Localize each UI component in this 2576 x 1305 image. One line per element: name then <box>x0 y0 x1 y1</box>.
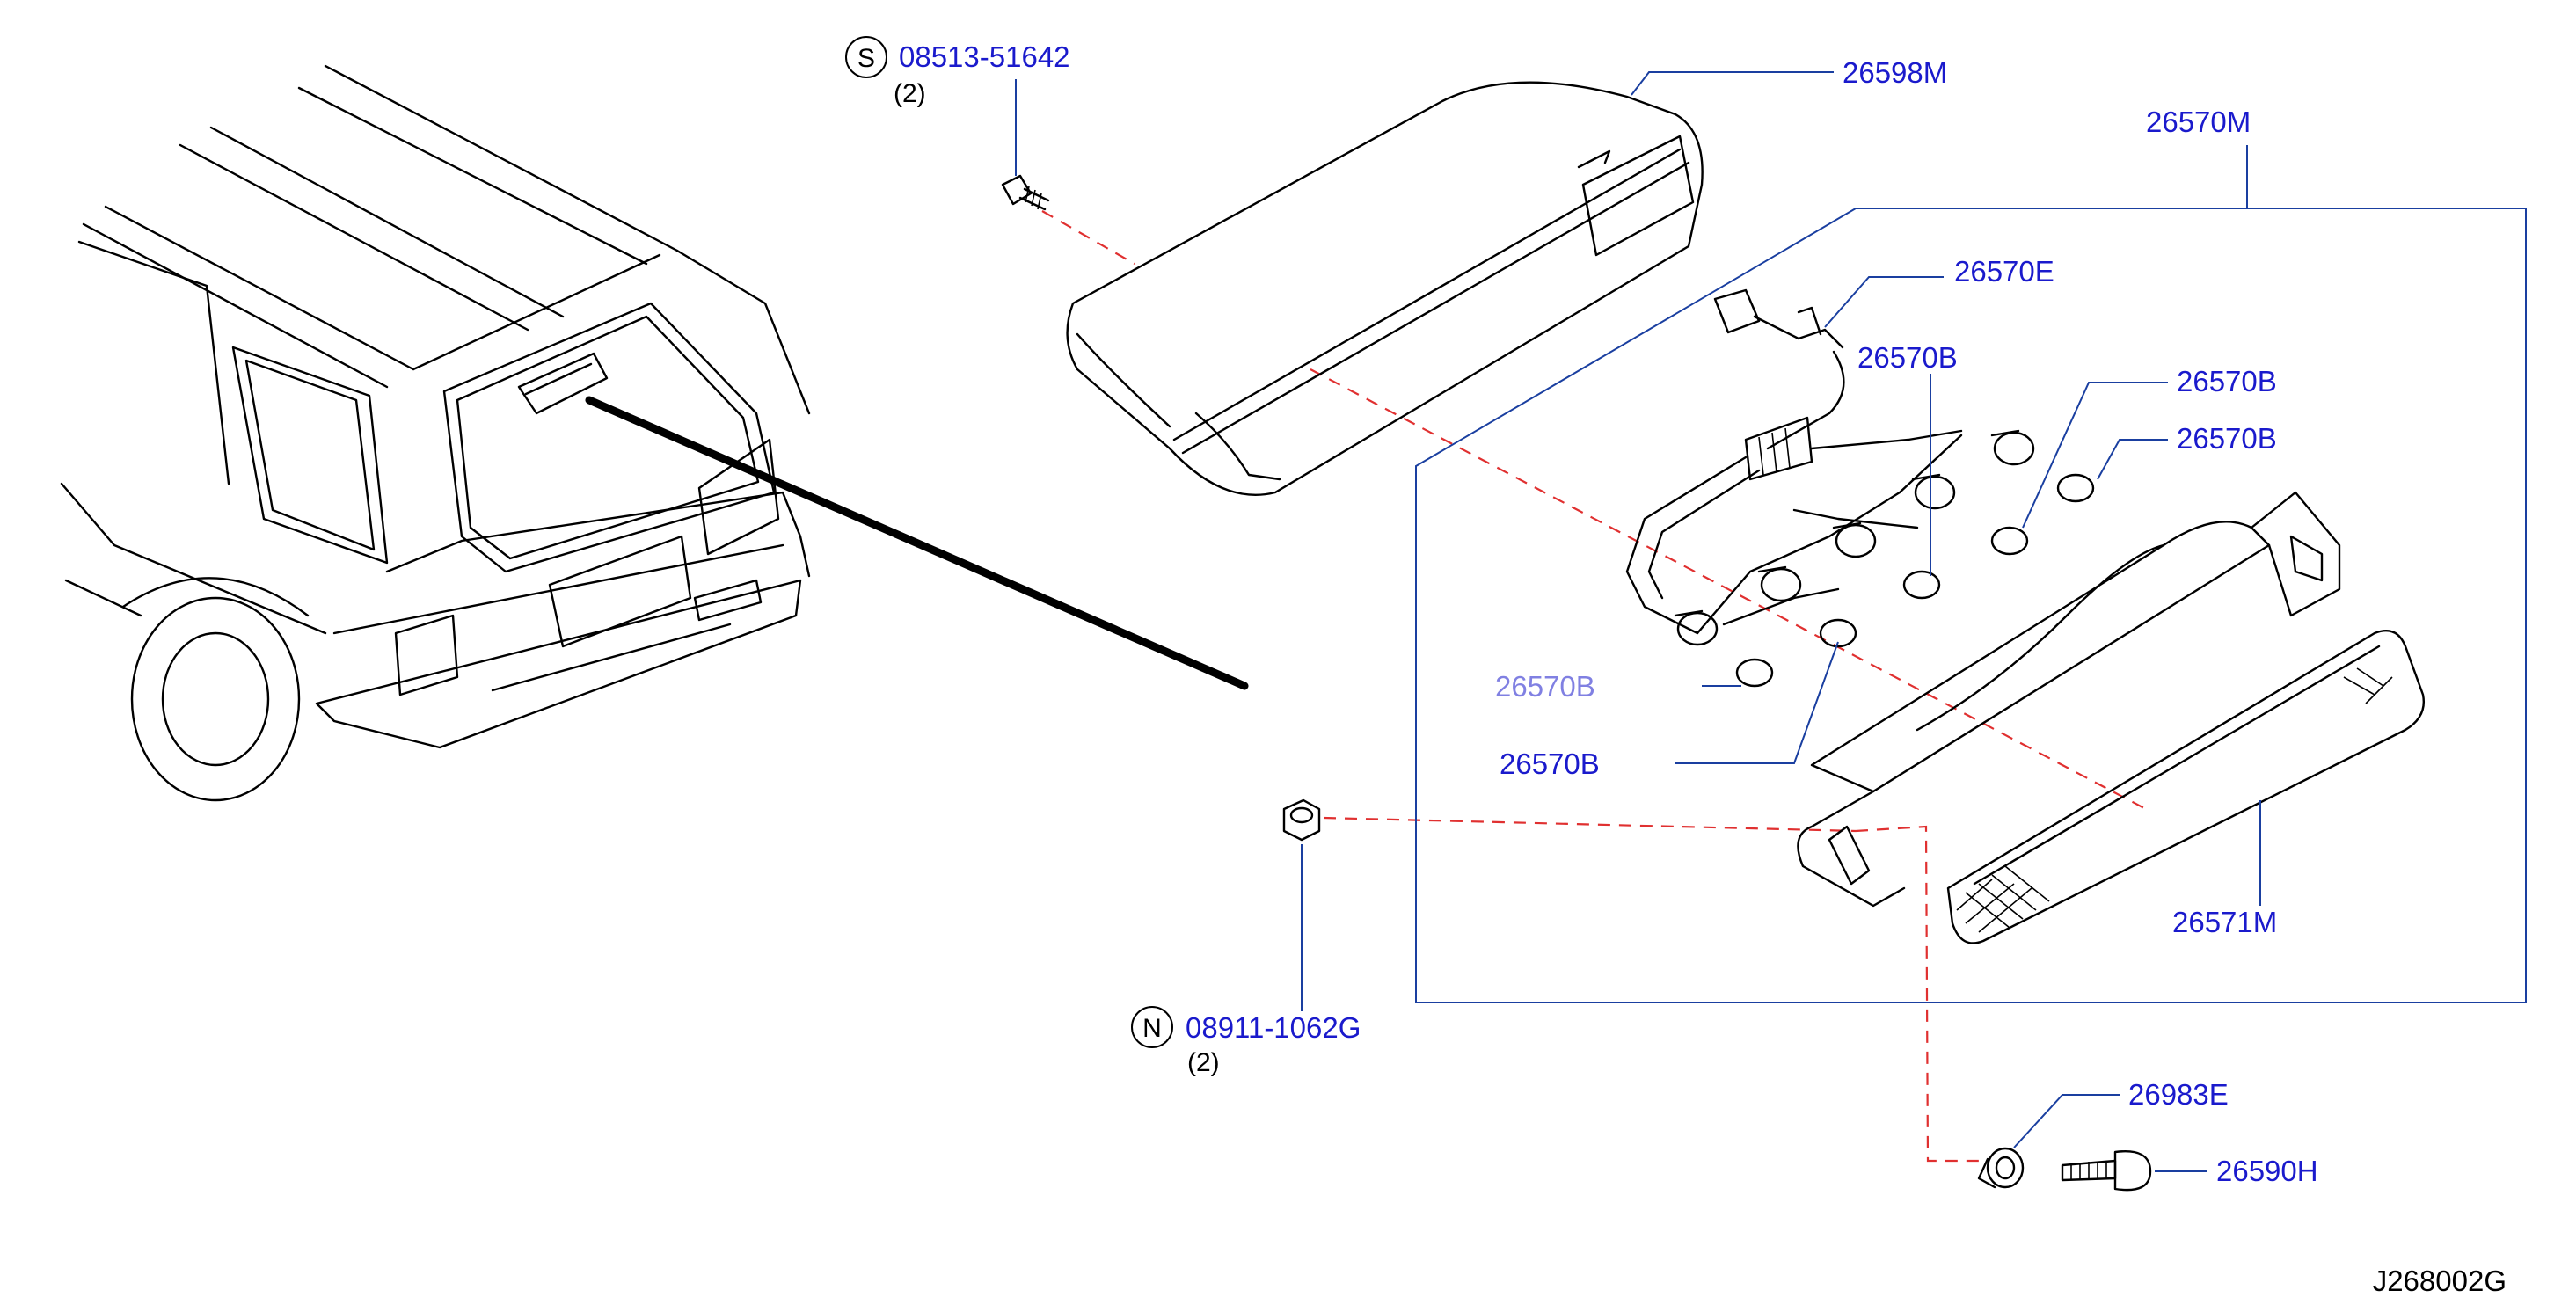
grommet-clip-illustration <box>1977 1147 2152 1192</box>
label-clip: 26590H <box>2216 1155 2318 1187</box>
lens-illustration <box>1946 629 2425 944</box>
label-lens: 26571M <box>2172 906 2277 938</box>
label-harness: 26570E <box>1954 255 2054 288</box>
label-bulb-right: 26570B <box>2177 422 2277 455</box>
part-labels: 26598M 26570M 26570E 26570B 26570B 26570… <box>1495 56 2318 1187</box>
lamp-body-illustration <box>1797 491 2341 908</box>
nut-illustration <box>1282 798 1321 842</box>
label-cover: 26598M <box>1843 56 1947 89</box>
screw-part-number: 08513-51642 <box>899 40 1070 73</box>
screw-illustration <box>1001 174 1050 211</box>
harness-illustration <box>1625 288 2095 688</box>
nut-part-number: 08911-1062G <box>1186 1011 1361 1044</box>
assembly-paths <box>1041 210 2147 1163</box>
nut-prefix-circle <box>1131 1006 1173 1048</box>
diagram-reference-code: J268002G <box>2373 1265 2507 1297</box>
cover-housing <box>1066 81 1704 496</box>
label-grommet: 26983E <box>2128 1078 2229 1111</box>
screw-quantity: (2) <box>894 79 926 108</box>
nut-callout: N 08911-1062G (2) <box>1131 1006 1361 1077</box>
nut-prefix: N <box>1142 1014 1162 1043</box>
label-socket-top: 26570B <box>1857 341 1958 374</box>
leader-lines <box>1015 71 2261 1172</box>
label-bulb-upper: 26570B <box>2177 365 2277 397</box>
screw-prefix: S <box>857 44 875 73</box>
nut-quantity: (2) <box>1187 1048 1220 1077</box>
label-socket-left: 26570B <box>1495 670 1595 703</box>
vehicle-illustration <box>60 64 1249 802</box>
screw-callout: S 08513-51642 (2) <box>845 36 1070 108</box>
assembly-bracket <box>1415 208 2527 1003</box>
label-lamp-assembly: 26570M <box>2146 106 2251 138</box>
label-bulb-lower: 26570B <box>1500 747 1600 780</box>
screw-prefix-circle <box>845 36 887 78</box>
